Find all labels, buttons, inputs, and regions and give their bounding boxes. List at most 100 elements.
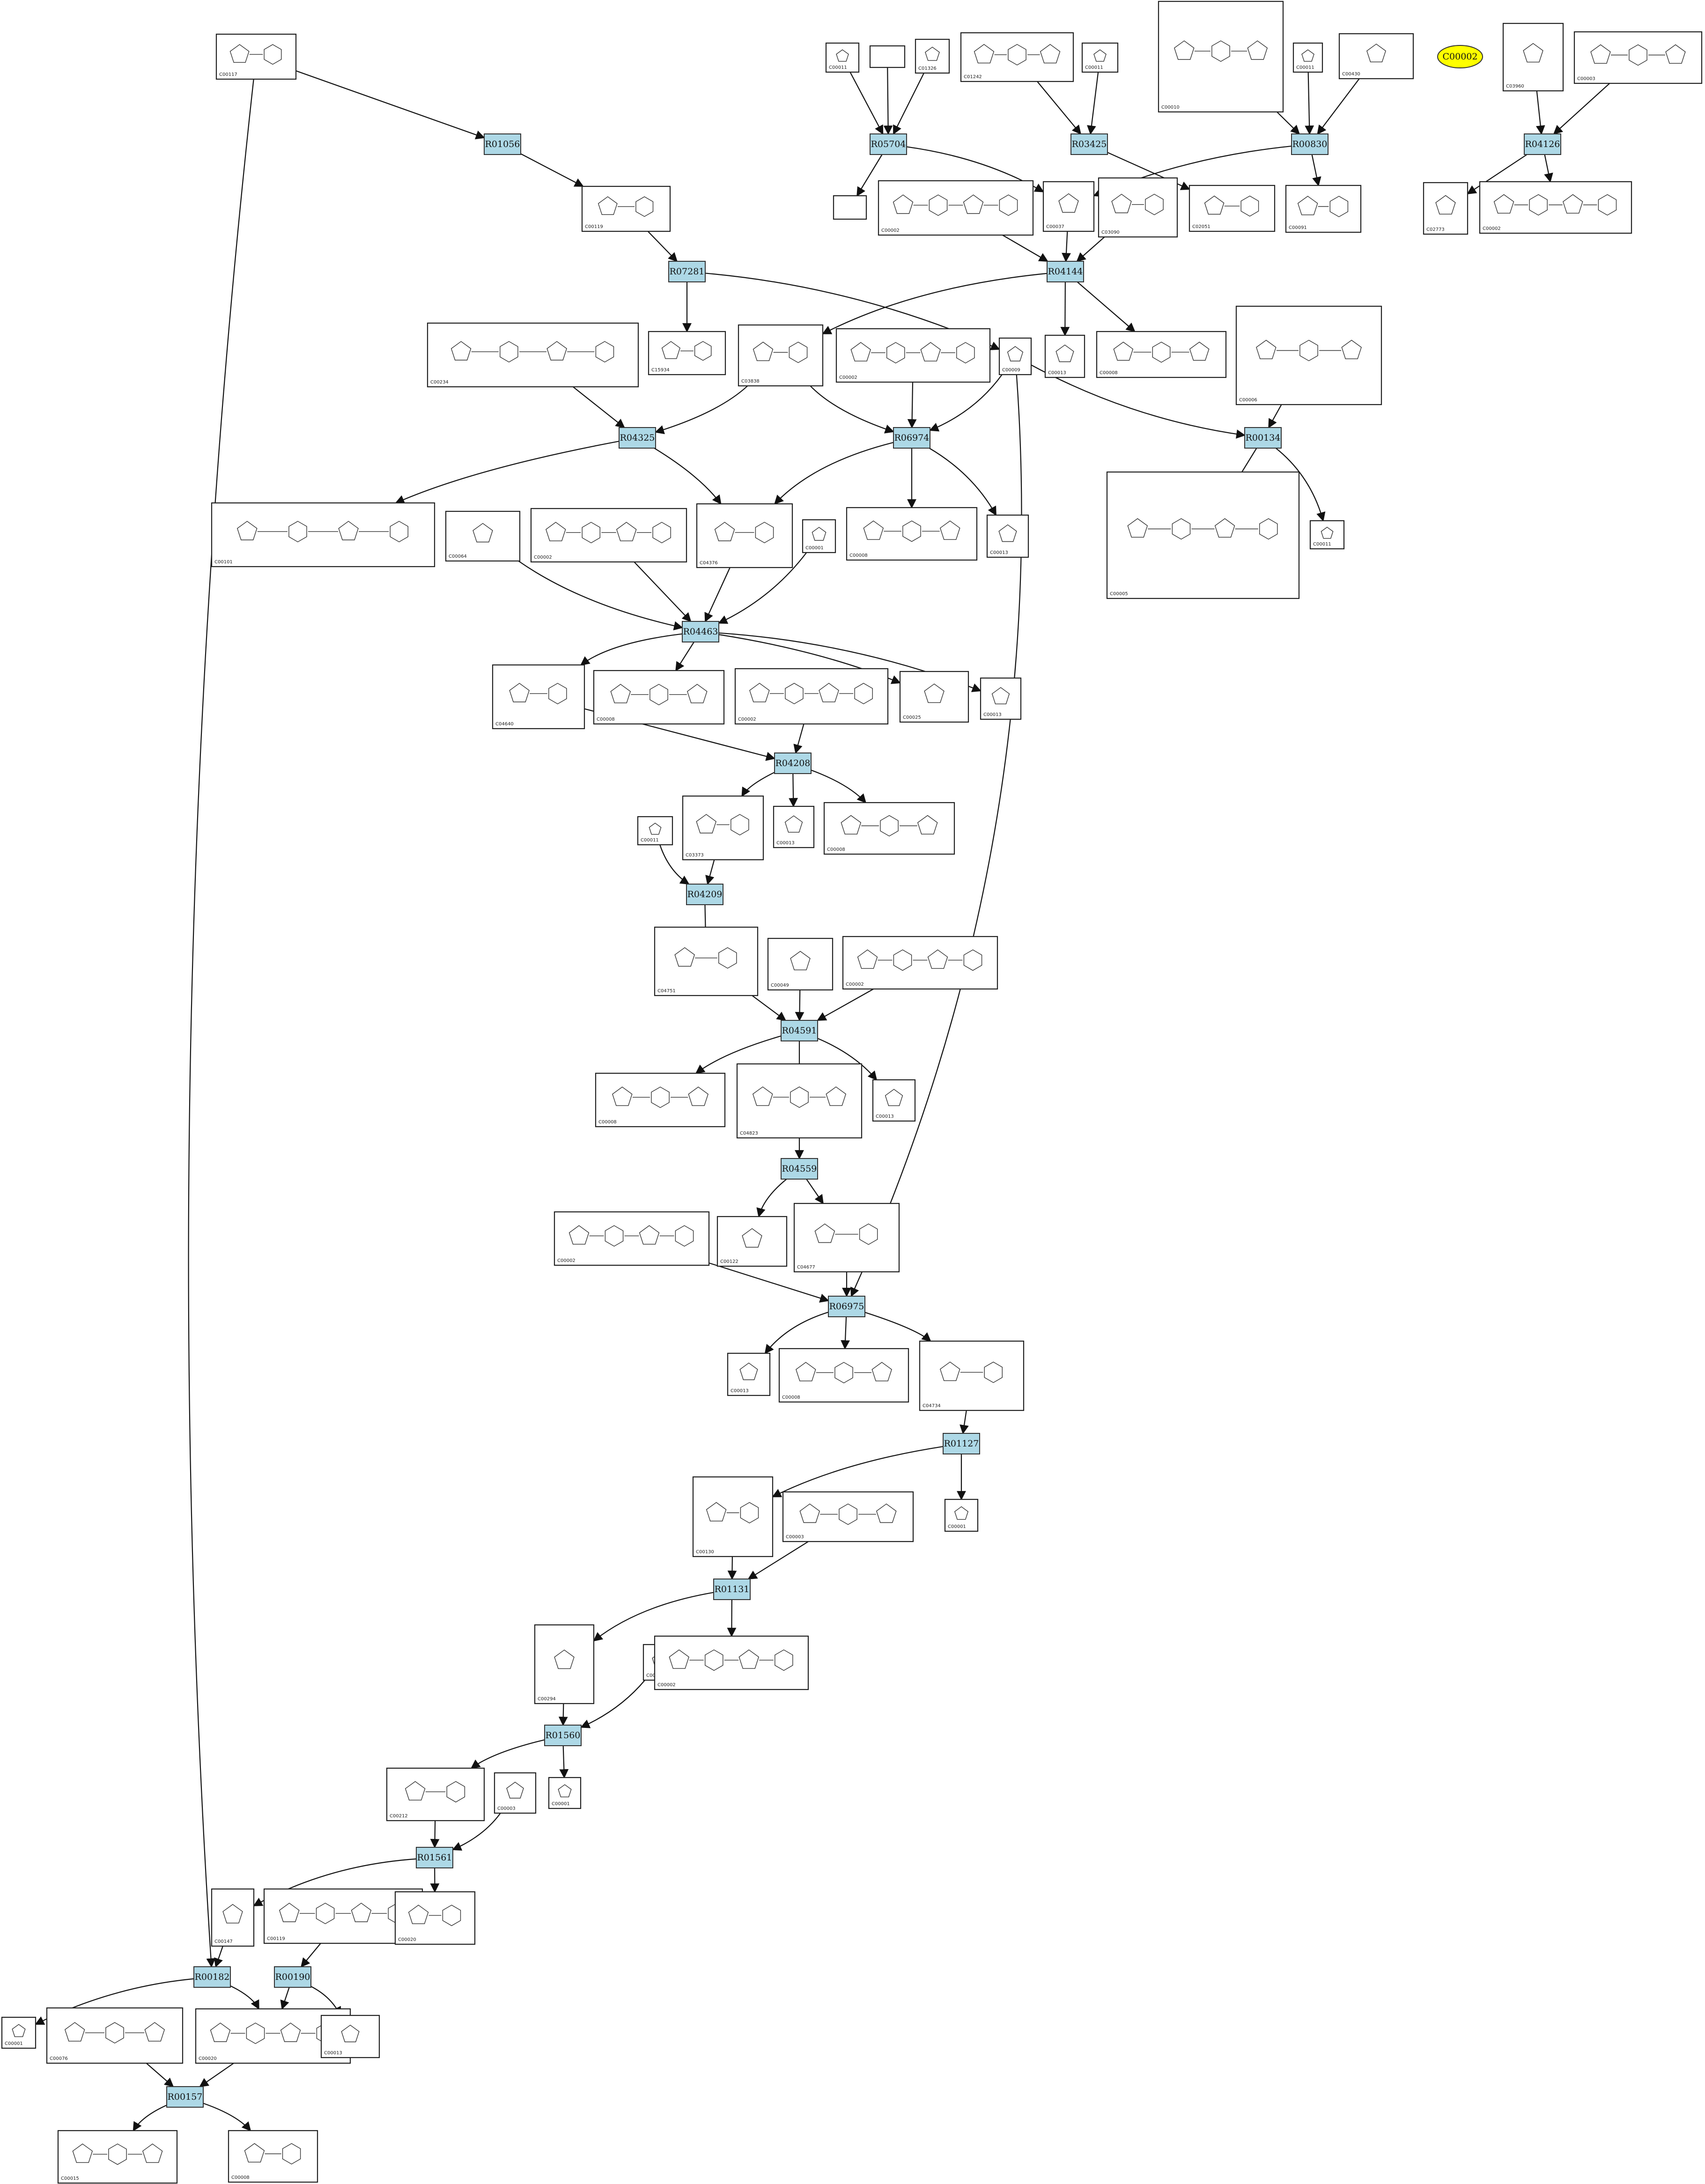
compound-node[interactable]: C00001 [1,2016,37,2049]
compound-node[interactable]: C00002 [654,1635,809,1690]
reaction-node-r01561[interactable]: R01561 [416,1847,453,1868]
compound-node[interactable]: C00101 [211,502,435,568]
compound-node[interactable]: C03090 [1098,177,1178,238]
compound-node[interactable]: C00234 [427,322,639,388]
reaction-node-r07281[interactable]: R07281 [668,261,706,282]
reaction-node-r04144[interactable]: R04144 [1047,261,1084,282]
compound-node[interactable]: C00008 [228,2130,318,2183]
compound-node[interactable]: C00011 [1292,42,1323,73]
compound-node[interactable]: C00011 [825,42,860,73]
compound-node[interactable]: C00013 [727,1352,771,1396]
compound-node[interactable]: C03373 [682,795,764,861]
compound-node[interactable] [869,45,906,68]
compound-node[interactable]: C04823 [736,1063,863,1139]
compound-node[interactable]: C04640 [492,664,585,730]
compound-node[interactable]: C15934 [648,331,726,376]
compound-node[interactable]: C03960 [1502,22,1564,92]
highlighted-compound-node[interactable]: C00002 [1437,45,1483,68]
compound-node[interactable]: C00002 [530,508,687,563]
compound-node[interactable]: C00002 [1479,181,1632,234]
compound-node[interactable]: C00011 [1309,520,1345,550]
compound-node[interactable]: C00008 [846,507,978,561]
reaction-node-r01127[interactable]: R01127 [943,1433,980,1454]
compound-node[interactable]: C00009 [998,337,1032,376]
reaction-node-r01131[interactable]: R01131 [713,1579,751,1600]
compound-node[interactable]: C00294 [534,1624,595,1704]
compound-node[interactable]: C00122 [716,1216,788,1267]
reaction-node-r05704[interactable]: R05704 [870,133,907,155]
compound-node[interactable]: C00013 [1044,334,1085,378]
reaction-node-r04208[interactable]: R04208 [774,753,812,774]
compound-node[interactable]: C00006 [1235,305,1382,406]
compound-node[interactable]: C00002 [554,1211,710,1266]
compound-node[interactable]: C04751 [654,926,759,996]
compound-node[interactable]: C00013 [773,805,815,849]
reaction-node-r00157[interactable]: R00157 [166,2086,204,2108]
compound-node[interactable]: C00020 [394,1891,476,1945]
compound-node[interactable]: C00037 [1042,181,1095,232]
compound-node[interactable]: C02773 [1423,182,1469,235]
compound-node[interactable]: C00011 [1081,42,1119,73]
compound-node[interactable]: C00008 [595,1072,726,1128]
reaction-node-r04209[interactable]: R04209 [686,884,723,905]
compound-node[interactable]: C00010 [1158,0,1284,113]
compound-node[interactable]: C00011 [637,816,673,846]
reaction-node-r00830[interactable]: R00830 [1291,133,1329,155]
reaction-node-r01560[interactable]: R01560 [544,1725,582,1746]
reaction-node-r01056[interactable]: R01056 [484,133,521,155]
compound-node[interactable] [833,195,867,220]
compound-node[interactable]: C00008 [593,670,725,725]
reaction-node-r04463[interactable]: R04463 [682,621,719,642]
compound-node[interactable]: C00002 [878,180,1034,236]
reaction-node-r00182[interactable]: R00182 [193,1966,231,1988]
compound-node[interactable]: C00008 [778,1348,909,1403]
compound-node[interactable]: C00005 [1106,471,1300,599]
compound-box [1081,42,1119,73]
compound-node[interactable]: C00008 [1096,331,1227,378]
compound-node[interactable]: C01242 [960,32,1074,82]
compound-node[interactable]: C00003 [1573,31,1703,84]
reaction-node-r04126[interactable]: R04126 [1524,133,1561,155]
compound-node[interactable]: C00119 [581,185,671,232]
reaction-node-r00134[interactable]: R00134 [1244,427,1282,449]
compound-node[interactable]: C04734 [919,1340,1025,1411]
reaction-node-r03425[interactable]: R03425 [1070,133,1108,155]
compound-node[interactable]: C02051 [1188,184,1276,232]
compound-node[interactable]: C00064 [445,510,521,562]
compound-node[interactable]: C00130 [692,1476,774,1557]
compound-node[interactable]: C00008 [823,802,955,855]
compound-node[interactable]: C00013 [872,1079,916,1122]
compound-node[interactable]: C00002 [842,936,998,990]
compound-node[interactable]: C00013 [986,514,1029,558]
reaction-node-r04559[interactable]: R04559 [781,1158,818,1180]
compound-node[interactable]: C00002 [835,328,991,383]
reaction-node-r04325[interactable]: R04325 [619,427,656,449]
compound-node[interactable]: C01326 [915,38,950,74]
compound-node[interactable]: C00147 [211,1888,255,1947]
compound-box [593,670,725,725]
compound-node[interactable]: C00430 [1338,33,1414,80]
compound-node[interactable]: C00015 [57,2130,178,2184]
compound-node[interactable]: C00091 [1285,184,1362,233]
compound-node[interactable]: C00003 [782,1491,914,1542]
compound-node[interactable]: C04376 [696,503,793,568]
compound-node[interactable]: C00013 [980,677,1022,720]
reaction-node-r06974[interactable]: R06974 [893,427,930,449]
compound-node[interactable]: C00013 [320,2014,380,2059]
reaction-node-r00190[interactable]: R00190 [274,1966,311,1988]
compound-node[interactable]: C00049 [767,937,834,991]
compound-node[interactable]: C03838 [738,324,824,387]
reaction-node-r04591[interactable]: R04591 [781,1020,818,1041]
compound-node[interactable]: C00212 [386,1767,485,1822]
compound-node[interactable]: C00002 [734,668,889,725]
compound-node[interactable]: C00001 [548,1777,582,1809]
compound-node[interactable]: C04677 [793,1203,900,1273]
compound-node[interactable]: C00001 [802,519,836,553]
compound-node[interactable]: C00076 [46,2007,184,2064]
compound-node[interactable]: C00025 [899,671,969,723]
compound-node[interactable]: C00117 [215,33,297,80]
compound-node[interactable]: C00001 [944,1498,979,1532]
reaction-node-r06975[interactable]: R06975 [828,1296,865,1317]
compound-node[interactable]: C00003 [494,1772,537,1814]
compound-id-label: C00020 [199,2056,217,2061]
